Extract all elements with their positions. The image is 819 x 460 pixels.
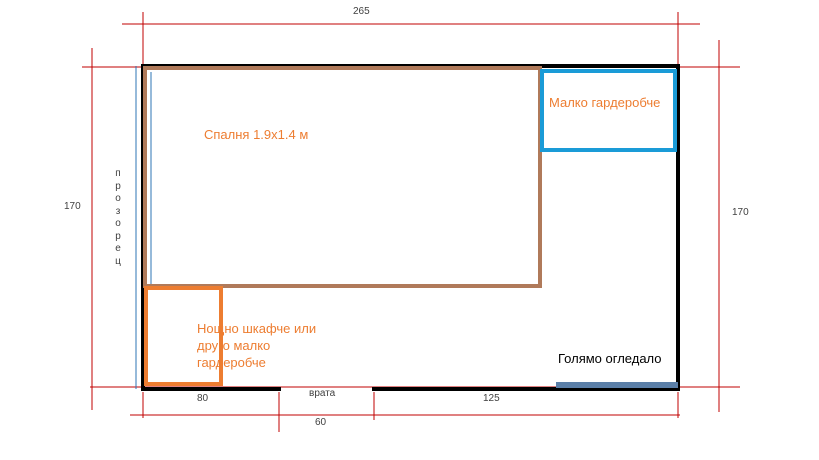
door-label: врата — [309, 388, 336, 399]
bed — [143, 66, 542, 288]
dimension-bottom-left-label: 80 — [197, 393, 209, 404]
window — [135, 66, 152, 389]
dimension-lines — [82, 12, 740, 432]
mirror-label: Голямо огледало — [558, 351, 662, 366]
small-wardrobe-label: Малко гардеробче — [549, 95, 661, 110]
nightstand-label: Нощно шкафче или друго малко гардеробче — [197, 321, 317, 370]
dimension-left-label: 170 — [64, 201, 81, 212]
window-label: прозорец — [115, 168, 121, 267]
bed-label: Спалня 1.9x1.4 м — [204, 127, 309, 142]
small-wardrobe — [540, 69, 677, 152]
dimension-door-label: 60 — [315, 417, 327, 428]
dimension-top-label: 265 — [353, 6, 370, 17]
dimension-right-label: 170 — [732, 207, 749, 218]
nightstand — [144, 286, 223, 386]
dimension-bottom-right-label: 125 — [483, 393, 500, 404]
